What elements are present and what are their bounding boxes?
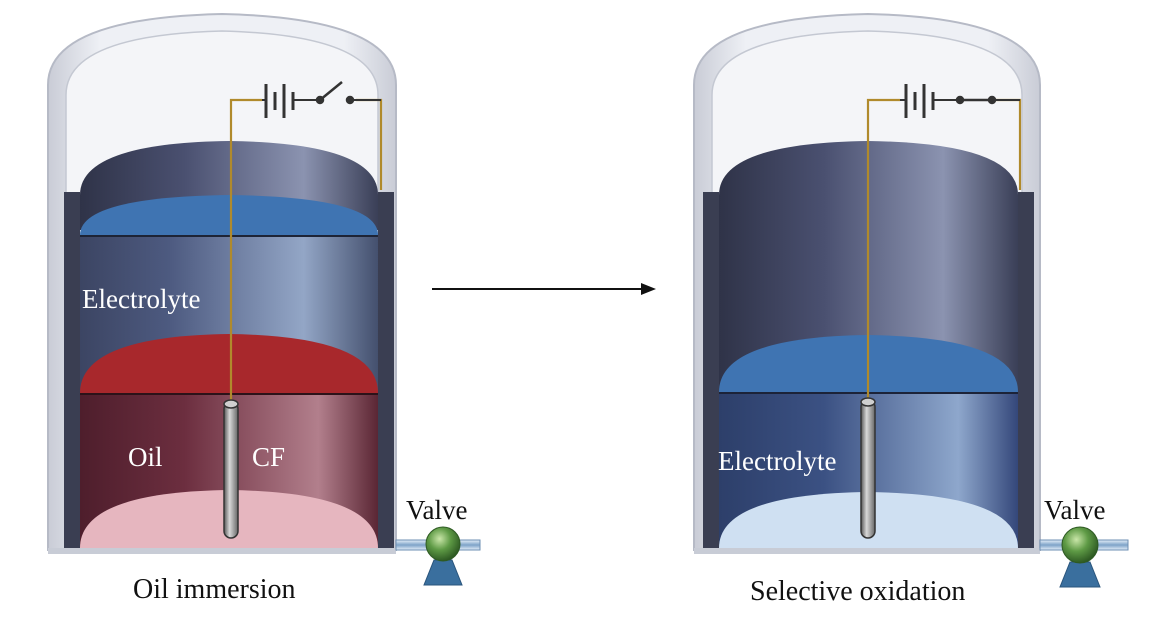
left-caption: Oil immersion bbox=[133, 574, 296, 605]
right-reactor: Electrolyte bbox=[693, 12, 1041, 554]
left-battery-icon bbox=[262, 84, 318, 118]
left-oil-surface bbox=[80, 334, 378, 393]
right-caption: Selective oxidation bbox=[750, 576, 965, 607]
left-cf-label: CF bbox=[252, 442, 285, 472]
right-switch-closed-icon bbox=[955, 95, 1020, 105]
left-wall-left bbox=[64, 192, 80, 550]
right-valve-ball-icon bbox=[1061, 526, 1099, 564]
right-wall-right bbox=[1018, 192, 1034, 550]
right-cf-rod bbox=[860, 399, 876, 539]
right-battery-icon bbox=[900, 84, 958, 118]
right-valve bbox=[1039, 526, 1129, 588]
right-valve-label: Valve bbox=[1044, 495, 1105, 525]
right-wall-left bbox=[703, 192, 719, 550]
left-reactor: Electrolyte Oil CF bbox=[47, 12, 397, 554]
left-wall-right bbox=[378, 192, 394, 550]
left-oil-label: Oil bbox=[128, 442, 163, 472]
right-electrolyte-label: Electrolyte bbox=[718, 446, 836, 476]
left-cf-rod bbox=[223, 401, 239, 539]
right-base bbox=[694, 548, 1040, 554]
left-valve-label: Valve bbox=[406, 495, 467, 525]
left-electrolyte-surface bbox=[80, 195, 378, 235]
right-valve-base bbox=[1059, 561, 1101, 588]
left-valve-ball-icon bbox=[425, 526, 461, 562]
left-switch-open-icon bbox=[315, 81, 381, 105]
left-valve-base bbox=[423, 559, 463, 586]
left-base bbox=[48, 548, 396, 554]
process-arrow bbox=[432, 283, 656, 295]
left-electrolyte-label: Electrolyte bbox=[82, 284, 200, 314]
left-valve bbox=[395, 526, 481, 586]
